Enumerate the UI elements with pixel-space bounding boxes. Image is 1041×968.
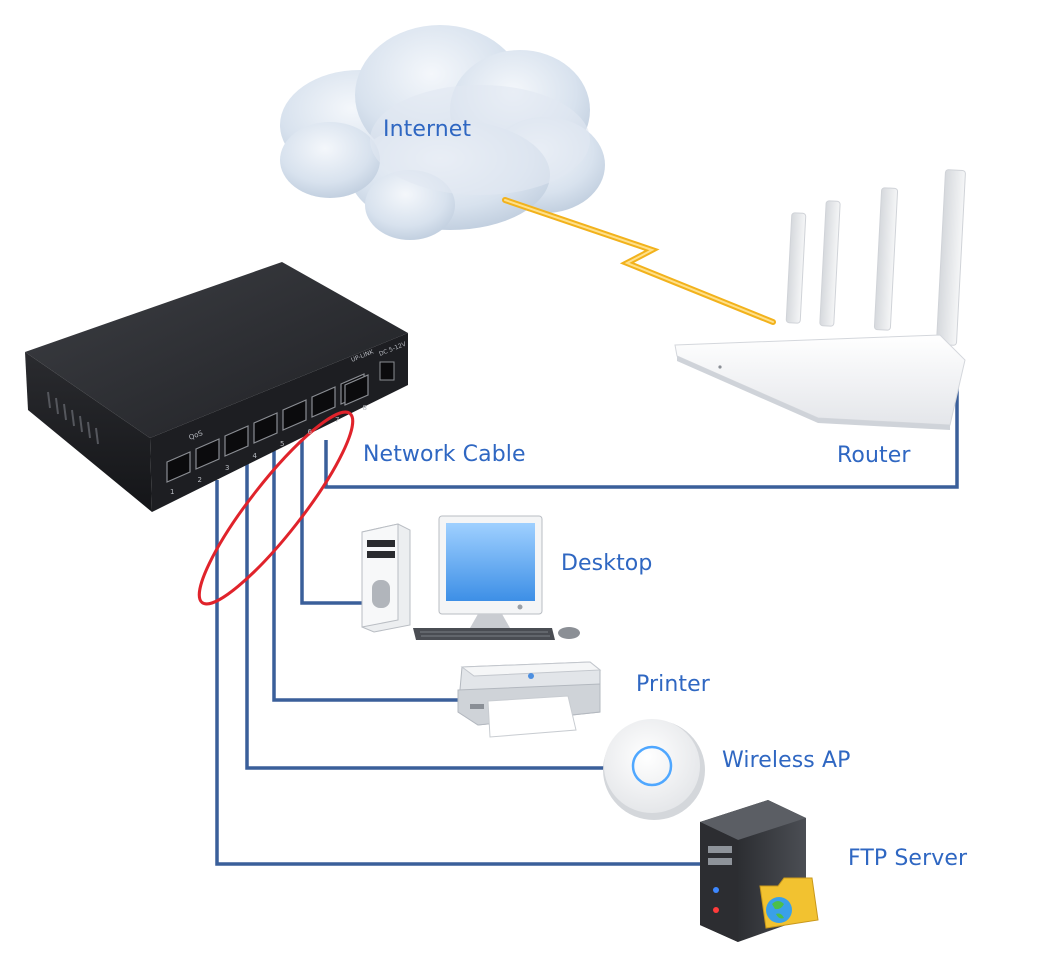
label-desktop: Desktop bbox=[561, 551, 653, 576]
cable-printer bbox=[272, 440, 458, 702]
label-internet: Internet bbox=[383, 117, 472, 142]
cable-ftp-server bbox=[215, 480, 703, 866]
cable-wireless-ap bbox=[245, 440, 605, 770]
switch-port-number: 5 bbox=[280, 440, 284, 448]
switch-port-number: 6 bbox=[308, 428, 313, 436]
switch-port-number: 1 bbox=[170, 488, 174, 496]
switch-port-number: 4 bbox=[253, 452, 258, 460]
network-cables bbox=[215, 380, 959, 866]
server-icon bbox=[700, 800, 819, 942]
label-network-cable: Network Cable bbox=[363, 442, 526, 467]
switch-port-number: 2 bbox=[198, 476, 202, 484]
cable-desktop bbox=[300, 440, 368, 605]
cable-router bbox=[324, 380, 959, 489]
label-wireless-ap: Wireless AP bbox=[722, 748, 851, 773]
switch-port-number: 3 bbox=[225, 464, 229, 472]
switch-icon: QoS UP-LINK DC 5-12V bbox=[25, 262, 408, 512]
highlight-ring bbox=[197, 410, 355, 606]
label-printer: Printer bbox=[636, 672, 710, 697]
printer-icon bbox=[457, 661, 602, 738]
cloud-icon bbox=[280, 25, 605, 240]
wireless-link bbox=[502, 197, 776, 325]
desktop-icon bbox=[361, 515, 580, 640]
access-point-icon bbox=[603, 719, 705, 820]
router-icon bbox=[674, 169, 966, 430]
switch-port-number: 8 bbox=[363, 404, 367, 412]
switch-port-number: 7 bbox=[335, 416, 339, 424]
label-ftp-server: FTP Server bbox=[848, 846, 968, 871]
label-router: Router bbox=[837, 443, 911, 468]
